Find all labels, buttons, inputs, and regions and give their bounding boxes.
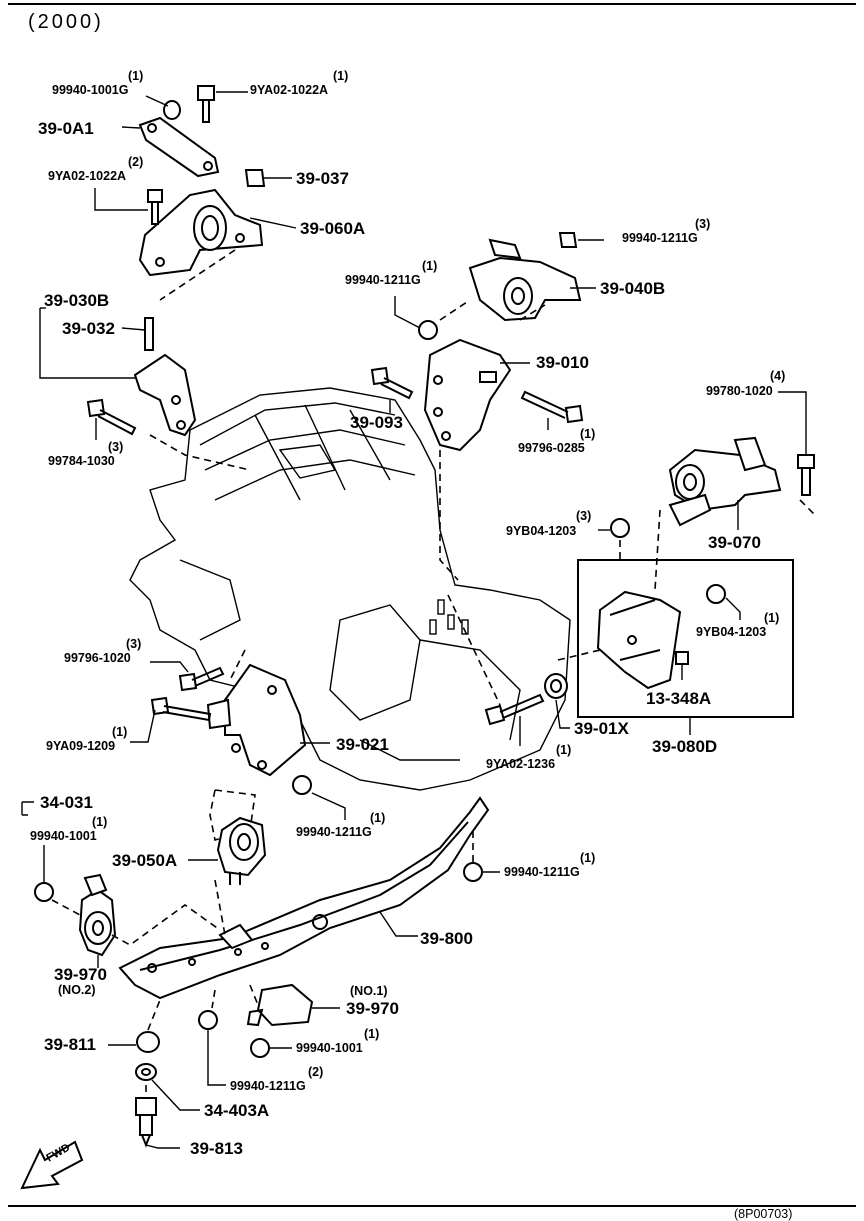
nut-99940-1211G-c (292, 775, 312, 795)
nut-99940-1211G-d (463, 862, 483, 882)
part-39-800: 39-800 (420, 929, 473, 948)
qty-9YA02-1022A-mid: (2) (128, 155, 144, 169)
part-99780-1020: 99780-1020 (706, 384, 773, 398)
part-39-080D: 39-080D (652, 737, 718, 756)
mount-39-060A (138, 188, 264, 277)
part-9YA09-1209: 9YA09-1209 (46, 739, 116, 753)
footer-reference: (8P00703) (734, 1207, 793, 1221)
part-39-070: 39-070 (708, 533, 761, 552)
bracket-39-021 (206, 663, 307, 777)
qty-99796-1020: (3) (126, 637, 142, 651)
part-39-021: 39-021 (336, 735, 389, 754)
part-39-030B: 39-030B (44, 291, 110, 310)
bolt-99796-0285 (564, 404, 584, 424)
qty-99940-1211G-e: (2) (308, 1065, 324, 1079)
nut-99940-1211G-e (198, 1010, 218, 1030)
crossmember-39-800 (118, 796, 490, 1000)
part-99796-1020: 99796-1020 (64, 651, 131, 665)
qty-9YA02-1236: (1) (556, 743, 572, 757)
nut-99940-1211G (418, 320, 438, 340)
part-99784-1030: 99784-1030 (48, 454, 115, 468)
cushion-39-01X (544, 673, 568, 699)
fwd-arrow-icon (20, 1140, 84, 1190)
nut-99940-1001-a (34, 882, 54, 902)
qty-99796-0285: (1) (580, 427, 596, 441)
part-13-348A: 13-348A (646, 689, 712, 708)
mount-13-348A (596, 590, 689, 690)
part-39-0A1: 39-0A1 (38, 119, 94, 138)
part-9YB04-1203-b: 9YB04-1203 (696, 625, 767, 639)
part-39-032: 39-032 (62, 319, 115, 338)
part-9YB04-1203-a: 9YB04-1203 (506, 524, 577, 538)
part-99940-1001-a: 99940-1001 (30, 829, 97, 843)
part-9YA02-1022A-mid: 9YA02-1022A (48, 169, 127, 183)
part-99940-1001G-top: 99940-1001G (52, 83, 129, 97)
nut-99940-1001-b (250, 1038, 270, 1058)
part-39-037: 39-037 (296, 169, 349, 188)
part-99940-1211G-a: 99940-1211G (345, 273, 421, 287)
part-99940-1211G-b: 99940-1211G (622, 231, 698, 245)
mount-39-050A (216, 816, 267, 885)
qty-99940-1001-b: (1) (364, 1027, 380, 1041)
nut-9YB04-1203-b (706, 584, 726, 604)
bushing-39-811 (136, 1031, 160, 1053)
part-39-093: 39-093 (350, 413, 403, 432)
part-99940-1001-b: 99940-1001 (296, 1041, 363, 1055)
part-39-010: 39-010 (536, 353, 589, 372)
qty-99780-1020: (4) (770, 369, 786, 383)
qty-9YB04-1203-a: (3) (576, 509, 592, 523)
qty-99940-1211G-d: (1) (580, 851, 596, 865)
washer-34-403A (135, 1063, 157, 1081)
group-box-39-080D (577, 559, 794, 718)
bolt-9YA02-1236 (484, 704, 506, 726)
qty-9YB04-1203-b: (1) (764, 611, 780, 625)
part-99940-1211G-d: 99940-1211G (504, 865, 580, 879)
qty-99940-1211G-c: (1) (370, 811, 386, 825)
part-39-970-no2: 39-970 (54, 965, 107, 984)
part-99796-0285: 99796-0285 (518, 441, 585, 455)
nut-9YB04-1203-a (610, 518, 630, 538)
bolt-39-813 (135, 1097, 157, 1148)
mount-39-970-no1 (246, 983, 314, 1027)
year-label: (2000) (28, 11, 104, 33)
part-39-970-no1: 39-970 (346, 999, 399, 1018)
part-9YA02-1022A-top: 9YA02-1022A (250, 83, 329, 97)
mount-39-040B (468, 232, 582, 322)
part-39-040B: 39-040B (600, 279, 666, 298)
qty-99940-1211G-a: (1) (422, 259, 438, 273)
part-9YA02-1236: 9YA02-1236 (486, 757, 556, 771)
part-34-403A: 34-403A (204, 1101, 270, 1120)
part-99940-1211G-e: 99940-1211G (230, 1079, 306, 1093)
qty-39-970-no1: (NO.1) (350, 984, 388, 998)
bracket-39-030B (86, 317, 197, 437)
bolt-99796-1020 (178, 672, 198, 692)
qty-39-970-no2: (NO.2) (58, 983, 96, 997)
qty-99940-1001G-top: (1) (128, 69, 144, 83)
qty-99940-1211G-b: (3) (695, 217, 711, 231)
mount-39-070 (668, 436, 815, 527)
part-39-050A: 39-050A (112, 851, 178, 870)
qty-99784-1030: (3) (108, 440, 124, 454)
part-34-031: 34-031 (40, 793, 93, 812)
qty-9YA02-1022A-top: (1) (333, 69, 349, 83)
part-39-01X: 39-01X (574, 719, 629, 738)
part-39-813: 39-813 (190, 1139, 243, 1158)
mount-39-970-no2 (78, 873, 117, 957)
part-39-060A: 39-060A (300, 219, 366, 238)
qty-9YA09-1209: (1) (112, 725, 128, 739)
part-99940-1211G-c: 99940-1211G (296, 825, 372, 839)
bracket-39-010 (423, 338, 512, 452)
qty-99940-1001-a: (1) (92, 815, 108, 829)
engine-block (129, 387, 571, 791)
bolt-39-093 (370, 366, 390, 386)
bracket-39-0A1 (138, 116, 220, 178)
part-39-811: 39-811 (44, 1035, 96, 1054)
